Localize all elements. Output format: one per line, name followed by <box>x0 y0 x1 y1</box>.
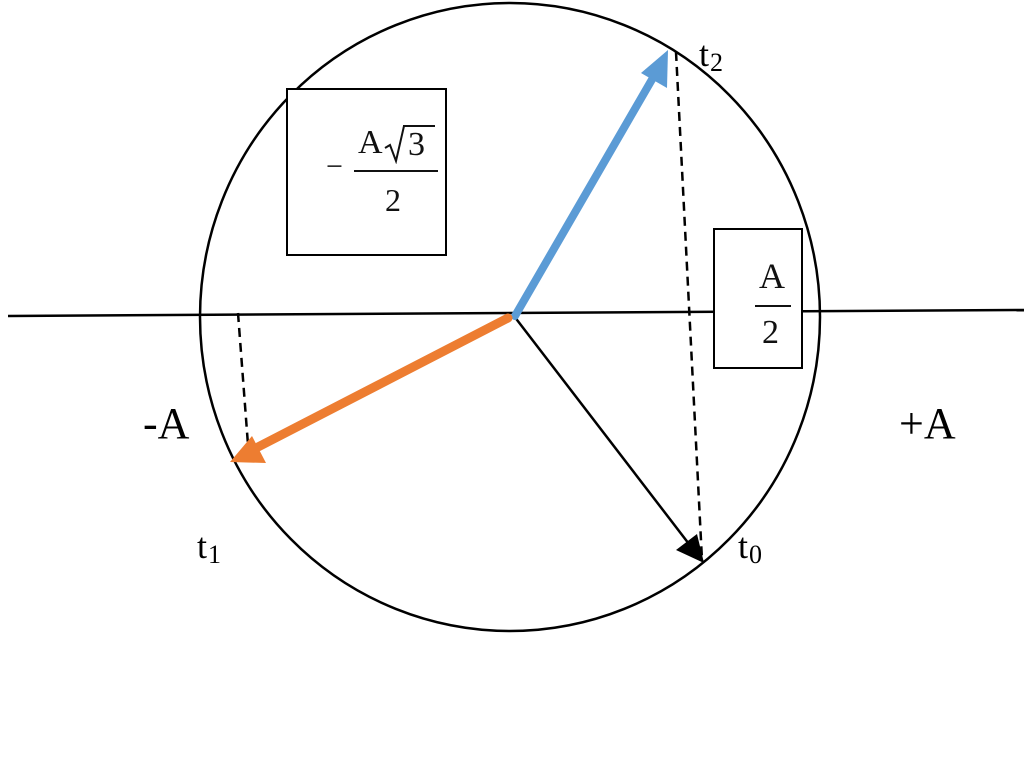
formula-numerator-right: A <box>759 256 785 296</box>
arrow-t2-shaft <box>511 72 658 320</box>
arrow-t0-shaft <box>513 315 690 545</box>
label-t0: t0 <box>738 526 763 569</box>
square-root-vinculum <box>403 125 435 127</box>
formula-minus-sign: − <box>326 150 343 183</box>
fraction-bar-left <box>354 170 438 172</box>
arrow-t2-head <box>641 50 668 88</box>
projection-dashed-line-t2-t0 <box>674 51 704 561</box>
arrow-t0-head <box>676 534 704 563</box>
square-root-symbol <box>384 125 405 164</box>
fraction-bar-right <box>755 305 791 307</box>
formula-denominator-left: 2 <box>385 182 401 218</box>
projection-dashed-line-t1 <box>236 312 251 459</box>
label-minus-a: -A <box>143 399 190 448</box>
label-t2: t2 <box>699 34 724 77</box>
formula-box-a-over-2: A 2 <box>713 228 803 369</box>
formula-numerator-root3: 3 <box>408 126 425 163</box>
reference-circle <box>198 1 822 633</box>
formula-denominator-right: 2 <box>762 314 779 351</box>
label-plus-a: +A <box>899 399 956 448</box>
formula-numerator-a: A <box>358 124 383 161</box>
formula-box-minus-a-root3-over-2: − A 3 2 <box>286 88 447 256</box>
arrow-t1-head <box>230 436 266 463</box>
label-t1: t1 <box>197 526 222 569</box>
arrow-t1-shaft <box>253 313 513 452</box>
